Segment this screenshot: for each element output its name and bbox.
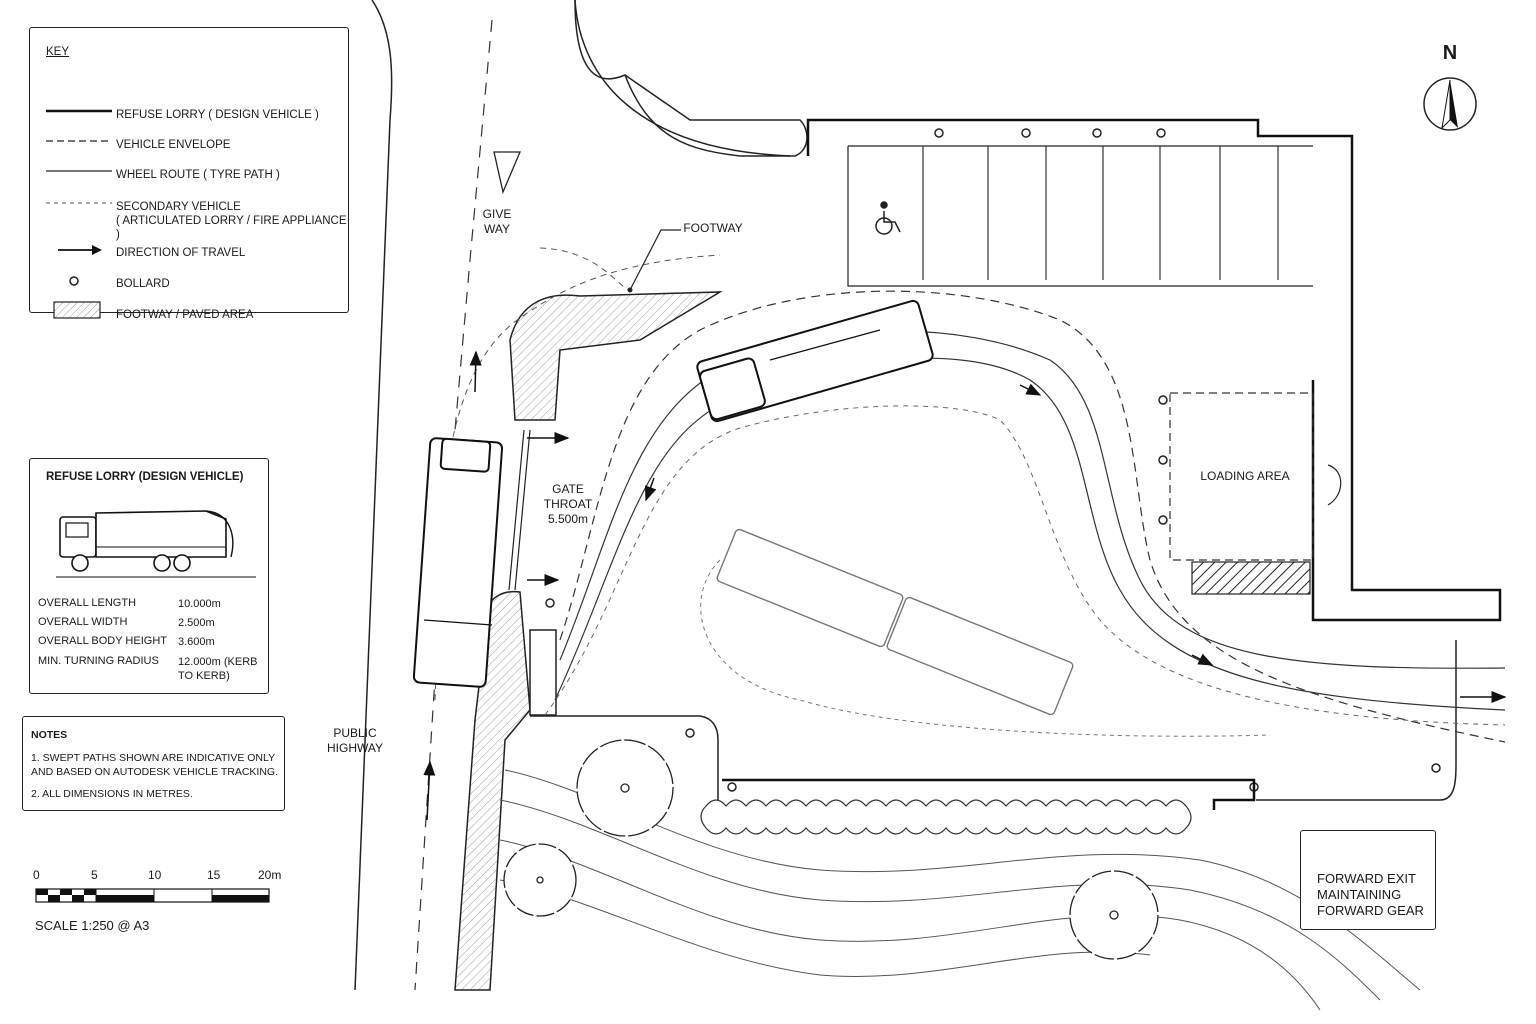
- exit-note-line-2: MAINTAINING: [1317, 887, 1402, 902]
- gate-post: [529, 629, 557, 716]
- east-kerb: [1256, 640, 1457, 801]
- arrow-icon: [58, 245, 102, 255]
- hedge: [700, 799, 1192, 835]
- public-highway-label: PUBLIC HIGHWAY: [320, 726, 390, 756]
- thin-line-symbol: [46, 170, 112, 172]
- scale-tick: 0: [33, 868, 40, 882]
- exit-note-line-1: FORWARD EXIT: [1317, 871, 1416, 886]
- public-highway-line-1: PUBLIC: [333, 726, 377, 740]
- highway-west-edge: [354, 0, 393, 991]
- note-item: 1. SWEPT PATHS SHOWN ARE INDICATIVE ONLY…: [31, 752, 279, 778]
- arrow-icon: [423, 350, 1507, 821]
- give-way-triangle: [493, 151, 521, 195]
- key-row-refuse-lorry: REFUSE LORRY ( DESIGN VEHICLE ): [30, 104, 350, 124]
- note-item: 2. ALL DIMENSIONS IN METRES.: [31, 788, 193, 800]
- give-way-line-2: WAY: [484, 222, 510, 236]
- key-title: KEY: [46, 46, 70, 58]
- hatch-swatch: [53, 301, 101, 319]
- north-arrow-icon: [1423, 77, 1477, 131]
- scale-bar: 0 5 10 15 20m SCALE 1:250 @ A3: [30, 868, 290, 938]
- scale-tick: 10: [148, 868, 162, 882]
- south-kerb: [530, 715, 719, 800]
- spec-value: 3.600m: [178, 636, 215, 648]
- key-row-wheel-route: WHEEL ROUTE ( TYRE PATH ): [30, 164, 350, 184]
- door-symbol: [1327, 464, 1342, 506]
- key-row-envelope: VEHICLE ENVELOPE: [30, 134, 350, 154]
- gate-throat-label: GATE THROAT 5.500m: [530, 482, 606, 527]
- scale-tick: 5: [91, 868, 98, 882]
- footway-island-north: [509, 291, 723, 421]
- notes-title: NOTES: [31, 729, 68, 741]
- highway-centre-line: [414, 19, 493, 991]
- wheelchair-icon: [875, 201, 901, 235]
- footway-leader: [627, 229, 681, 293]
- spec-label: OVERALL LENGTH: [38, 597, 137, 609]
- key-label: DIRECTION OF TRAVEL: [116, 247, 246, 259]
- key-panel: KEY REFUSE LORRY ( DESIGN VEHICLE ) VEHI…: [29, 27, 350, 321]
- fine-dashed-line-symbol: [46, 202, 112, 204]
- notes-panel: NOTES 1. SWEPT PATHS SHOWN ARE INDICATIV…: [22, 716, 285, 811]
- swept-path: [434, 247, 1506, 743]
- key-row-bollard: BOLLARD: [30, 273, 350, 293]
- gate-throat-line-2: THROAT: [543, 497, 593, 511]
- north-kerb-curve: [574, 0, 791, 157]
- key-label: WHEEL ROUTE ( TYRE PATH ): [116, 169, 280, 181]
- tree-icon: [503, 739, 1159, 960]
- south-wall: [722, 778, 1256, 810]
- spec-value: 2.500m: [178, 617, 215, 629]
- loading-area-label: LOADING AREA: [1200, 469, 1290, 483]
- secondary-vehicle: [716, 528, 1074, 716]
- spec-label: OVERALL BODY HEIGHT: [38, 635, 167, 647]
- car-park-edge: [847, 146, 1313, 287]
- key-label: BOLLARD: [116, 278, 170, 290]
- dashed-line-symbol: [46, 140, 112, 142]
- gate-throat-dimension: 5.500m: [547, 512, 589, 526]
- key-row-secondary: SECONDARY VEHICLE ( ARTICULATED LORRY / …: [30, 196, 350, 241]
- bollard-icon: [540, 128, 1441, 792]
- bollard-icon: [69, 276, 79, 286]
- exit-note-text: FORWARD EXIT MAINTAINING FORWARD GEAR: [1317, 871, 1424, 919]
- spec-label: OVERALL WIDTH: [38, 616, 128, 628]
- boundary-wall: [806, 118, 1502, 622]
- give-way-line-1: GIVE: [482, 207, 512, 221]
- key-label: VEHICLE ENVELOPE: [116, 139, 231, 151]
- footway-label: FOOTWAY: [683, 221, 743, 235]
- key-row-direction: DIRECTION OF TRAVEL: [30, 242, 350, 262]
- gate-throat-line-1: GATE: [552, 482, 584, 496]
- vehicle-panel: REFUSE LORRY (DESIGN VEHICLE) OVERALL LE…: [29, 458, 269, 694]
- scale-tick: 20m: [258, 868, 282, 882]
- thick-line-symbol: [46, 109, 112, 113]
- public-highway-line-2: HIGHWAY: [327, 741, 383, 755]
- loading-area: [1169, 392, 1314, 561]
- key-label: REFUSE LORRY ( DESIGN VEHICLE ): [116, 109, 319, 121]
- scale-tick: 15: [207, 868, 221, 882]
- exit-note-line-3: FORWARD GEAR: [1317, 903, 1424, 918]
- key-row-footway: FOOTWAY / PAVED AREA: [30, 301, 350, 324]
- refuse-lorry-icon: [56, 510, 256, 578]
- key-label: FOOTWAY / PAVED AREA: [116, 309, 254, 321]
- key-label: SECONDARY VEHICLE: [116, 201, 241, 213]
- exit-note-panel: FORWARD EXIT MAINTAINING FORWARD GEAR: [1300, 830, 1436, 930]
- north-kerb: [574, 0, 808, 157]
- scale-graphic: [35, 888, 270, 903]
- refuse-lorry-icon: [696, 299, 934, 423]
- north-label: N: [1442, 42, 1458, 64]
- gate-throat-line: [514, 429, 531, 591]
- vehicle-title: REFUSE LORRY (DESIGN VEHICLE): [46, 471, 244, 483]
- key-label-2: ( ARTICULATED LORRY / FIRE APPLIANCE ): [116, 215, 347, 241]
- refuse-lorry-icon: [412, 437, 504, 688]
- scale-text: SCALE 1:250 @ A3: [35, 918, 150, 933]
- parking-bays: [922, 146, 1279, 280]
- spec-label: MIN. TURNING RADIUS: [38, 655, 159, 667]
- spec-value: 10.000m: [178, 598, 221, 610]
- loading-hatch: [1191, 561, 1311, 595]
- give-way-label: GIVE WAY: [472, 207, 522, 237]
- spec-value: 12.000m (KERB TO KERB): [178, 656, 258, 682]
